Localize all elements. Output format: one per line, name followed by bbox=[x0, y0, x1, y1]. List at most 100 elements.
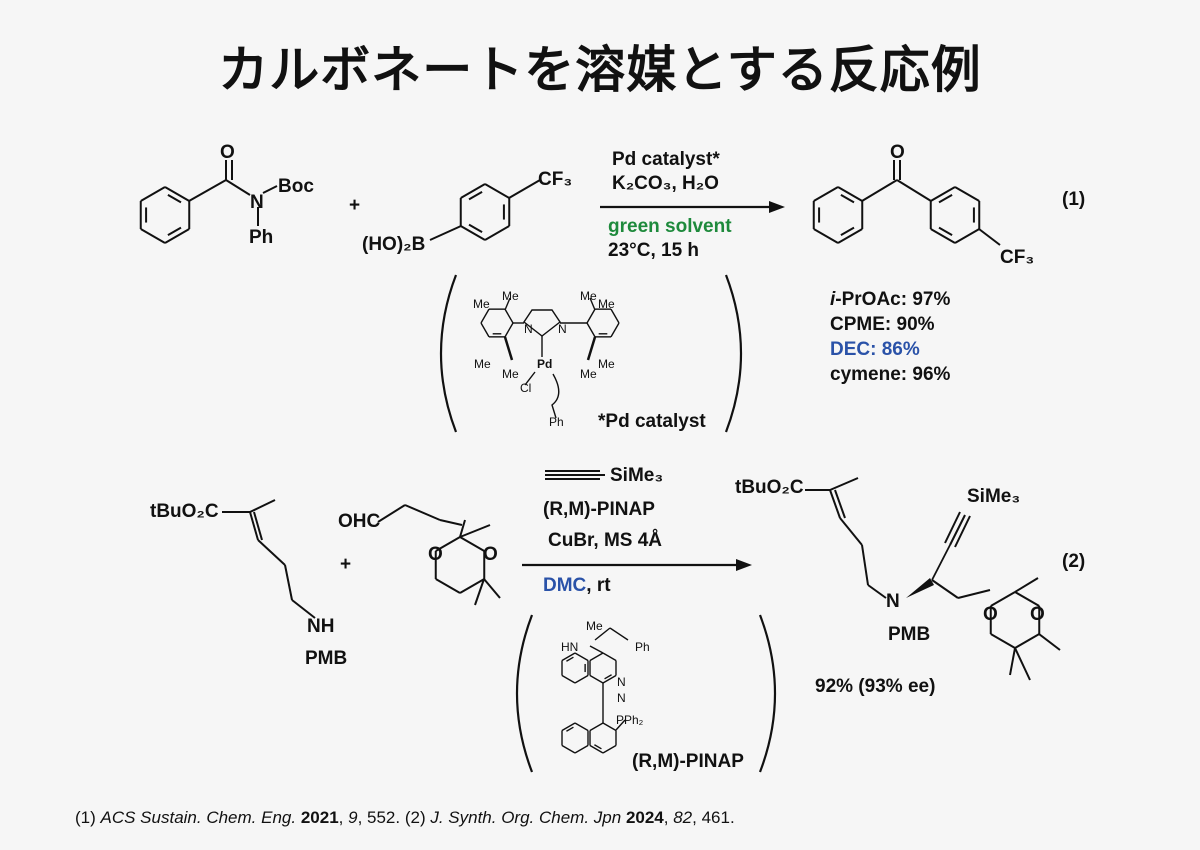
bond bbox=[249, 511, 259, 541]
bond bbox=[504, 297, 511, 311]
bond bbox=[262, 185, 278, 194]
bracket bbox=[724, 274, 743, 433]
condition-base: K₂CO₃, H₂O bbox=[612, 173, 719, 194]
bond bbox=[561, 652, 576, 662]
cf3-label: CF₃ bbox=[1000, 247, 1035, 268]
atom-label: PPh₂ bbox=[616, 713, 644, 727]
bond bbox=[589, 722, 604, 732]
atom-label: N bbox=[250, 192, 264, 213]
bond bbox=[602, 722, 617, 732]
bond bbox=[931, 544, 951, 581]
yield-item: cymene: 96% bbox=[830, 364, 951, 385]
bond bbox=[589, 297, 596, 311]
boc-label: Boc bbox=[278, 176, 314, 197]
ester-label: tBuO₂C bbox=[150, 501, 219, 522]
bond bbox=[834, 489, 846, 519]
bond bbox=[574, 674, 589, 684]
bond bbox=[930, 186, 956, 202]
atom-label: Me bbox=[598, 357, 615, 371]
bond bbox=[610, 308, 620, 324]
bond bbox=[861, 544, 869, 586]
bracket bbox=[515, 614, 534, 773]
bond bbox=[459, 524, 491, 538]
atom-label: Ph bbox=[549, 415, 564, 429]
bond bbox=[944, 511, 961, 544]
atom-label: Ph bbox=[635, 640, 650, 654]
references: (1) ACS Sustain. Chem. Eng. 2021, 9, 552… bbox=[75, 808, 735, 827]
bond bbox=[566, 656, 574, 662]
condition-additives: CuBr, MS 4Å bbox=[548, 530, 663, 551]
bond bbox=[589, 674, 604, 684]
atom-label: O bbox=[483, 544, 498, 565]
bond bbox=[468, 190, 483, 201]
cf3-label: CF₃ bbox=[538, 169, 573, 190]
bond bbox=[561, 744, 576, 754]
bond bbox=[561, 722, 576, 732]
bond bbox=[1014, 577, 1039, 593]
bond bbox=[990, 591, 1016, 607]
yield-item-highlighted: DEC: 86% bbox=[830, 339, 920, 360]
bond bbox=[140, 228, 166, 244]
bond bbox=[837, 186, 863, 202]
atom-label: N bbox=[617, 675, 626, 689]
bond bbox=[253, 511, 263, 541]
bond bbox=[483, 578, 501, 599]
ester-label: tBuO₂C bbox=[735, 477, 804, 498]
atom-label: Me bbox=[586, 619, 603, 633]
bond bbox=[861, 179, 898, 202]
atom-label: O bbox=[983, 604, 998, 625]
pmb-label: PMB bbox=[888, 624, 931, 645]
bond bbox=[1009, 647, 1016, 676]
nh-label: NH bbox=[307, 616, 335, 637]
bond bbox=[586, 322, 596, 338]
yield-list: i-PrOAc: 97% CPME: 90% DEC: 86% cymene: … bbox=[830, 287, 950, 387]
atom-label: O bbox=[1030, 604, 1045, 625]
bond bbox=[474, 578, 485, 606]
allyl bbox=[551, 373, 560, 419]
bond bbox=[602, 652, 617, 662]
bond bbox=[604, 674, 612, 680]
atom-label: O bbox=[428, 544, 443, 565]
atom-label: O bbox=[220, 142, 235, 163]
pmb-label: PMB bbox=[305, 648, 348, 669]
bond bbox=[574, 744, 589, 754]
bond bbox=[504, 322, 514, 338]
condition-ligand: (R,M)-PINAP bbox=[543, 499, 655, 520]
bond bbox=[594, 744, 602, 750]
bond bbox=[574, 722, 589, 732]
bond bbox=[615, 719, 626, 731]
atom-label: Pd bbox=[537, 357, 553, 371]
imidazolylidene bbox=[523, 309, 561, 337]
bond bbox=[610, 322, 620, 338]
bond bbox=[164, 186, 190, 202]
bond bbox=[460, 225, 486, 241]
bond bbox=[990, 633, 1016, 649]
bond bbox=[609, 627, 629, 641]
bond bbox=[257, 539, 286, 566]
bond bbox=[574, 652, 589, 662]
bond bbox=[938, 193, 953, 204]
bond bbox=[249, 499, 276, 513]
bond bbox=[225, 179, 251, 196]
bond bbox=[589, 744, 604, 754]
bond bbox=[503, 336, 514, 361]
bond bbox=[480, 308, 490, 324]
bond bbox=[957, 589, 991, 599]
bond bbox=[484, 225, 510, 241]
plus-sign: + bbox=[349, 195, 361, 216]
bond bbox=[813, 228, 839, 244]
yield-item: i-PrOAc: 97% bbox=[830, 289, 951, 310]
bond bbox=[460, 183, 486, 199]
condition-solvent: green solvent bbox=[608, 216, 732, 237]
ohc-label: OHC bbox=[338, 511, 381, 532]
atom-label: N bbox=[524, 322, 533, 336]
bond bbox=[867, 584, 887, 599]
atom-label: Me bbox=[473, 297, 490, 311]
atom-label: Cl bbox=[520, 381, 532, 395]
bond bbox=[589, 645, 604, 654]
bond bbox=[167, 193, 182, 204]
bond bbox=[954, 186, 980, 202]
bond bbox=[459, 519, 466, 538]
bond bbox=[938, 226, 953, 237]
ph-label: Ph bbox=[249, 227, 274, 248]
